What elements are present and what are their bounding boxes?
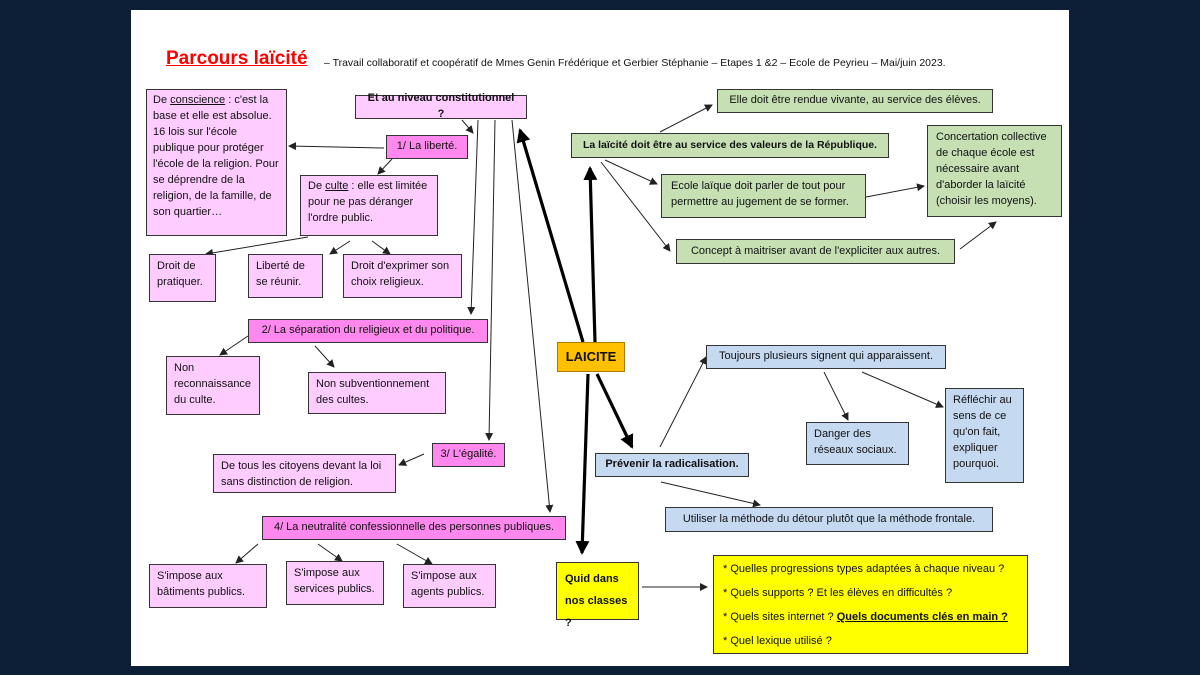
- culte-text: : elle est limitée pour ne pas déranger …: [308, 180, 428, 224]
- signent-text: Toujours plusieurs signent qui apparaiss…: [718, 350, 934, 363]
- box-droit-pratiquer: Droit de pratiquer.: [149, 254, 216, 302]
- box-liberte: 1/ La liberté.: [386, 135, 468, 159]
- box-vivante: Elle doit être rendue vivante, au servic…: [717, 89, 993, 113]
- question-item: * Quels sites internet ? Quels documents…: [723, 610, 1018, 626]
- box-conscience: De conscience : c'est la base et elle es…: [146, 89, 287, 236]
- egalite-label: 3/ L'égalité.: [440, 448, 497, 461]
- page-title: Parcours laïcité: [166, 48, 308, 69]
- box-droit-exprimer: Droit d'exprimer son choix religieux.: [343, 254, 462, 298]
- culte-prefix: De: [308, 180, 326, 192]
- concertation-text: Concertation collective de chaque école …: [936, 131, 1047, 207]
- box-signent: Toujours plusieurs signent qui apparaiss…: [706, 345, 946, 369]
- services-text: S'impose aux services publics.: [294, 567, 375, 595]
- non-subventionnement-text: Non subventionnement des cultes.: [316, 378, 430, 406]
- box-non-reconnaissance: Non reconnaissance du culte.: [166, 356, 260, 415]
- liberte-reunir-text: Liberté de se réunir.: [256, 260, 305, 288]
- non-reconnaissance-text: Non reconnaissance du culte.: [174, 362, 252, 406]
- question-item: * Quels supports ? Et les élèves en diff…: [723, 586, 953, 599]
- box-liberte-reunir: Liberté de se réunir.: [248, 254, 323, 298]
- laicite-label: LAICITE: [565, 348, 617, 364]
- neutralite-label: 4/ La neutralité confessionnelle des per…: [273, 521, 555, 534]
- box-reflechir: Réfléchir au sens de ce qu'on fait, expl…: [945, 388, 1024, 483]
- box-citoyens: De tous les citoyens devant la loi sans …: [213, 454, 396, 493]
- concept-text: Concept à maitriser avant de l'explicite…: [690, 244, 941, 257]
- box-detour: Utiliser la méthode du détour plutôt que…: [665, 507, 993, 532]
- box-non-subventionnement: Non subventionnement des cultes.: [308, 372, 446, 414]
- box-egalite: 3/ L'égalité.: [432, 443, 505, 467]
- questions-list: * Quelles progressions types adaptées à …: [723, 562, 1018, 650]
- box-danger: Danger des réseaux sociaux.: [806, 422, 909, 465]
- box-separation: 2/ La séparation du religieux et du poli…: [248, 319, 488, 343]
- droit-exprimer-text: Droit d'exprimer son choix religieux.: [351, 260, 450, 288]
- batiments-text: S'impose aux bâtiments publics.: [157, 570, 246, 598]
- box-concept: Concept à maitriser avant de l'explicite…: [676, 239, 955, 264]
- box-constitutionnel: Et au niveau constitutionnel ?: [355, 92, 527, 120]
- page-subtitle: – Travail collaboratif et coopératif de …: [324, 57, 946, 69]
- radicalisation-label: Prévenir la radicalisation.: [605, 458, 739, 471]
- agents-text: S'impose aux agents publics.: [411, 570, 485, 598]
- box-questions: * Quelles progressions types adaptées à …: [713, 555, 1028, 654]
- question-documents-text: Quels documents clés en main ?: [836, 610, 1008, 623]
- separation-label: 2/ La séparation du religieux et du poli…: [261, 324, 475, 337]
- citoyens-text: De tous les citoyens devant la loi sans …: [221, 460, 382, 488]
- conscience-text: : c'est la base et elle est absolue. 16 …: [153, 94, 279, 218]
- conscience-word: conscience: [170, 94, 226, 106]
- box-agents: S'impose aux agents publics.: [403, 564, 496, 608]
- box-batiments: S'impose aux bâtiments publics.: [149, 564, 267, 608]
- box-concertation: Concertation collective de chaque école …: [927, 125, 1062, 217]
- droit-pratiquer-text: Droit de pratiquer.: [157, 260, 203, 288]
- reflechir-text: Réfléchir au sens de ce qu'on fait, expl…: [953, 394, 1012, 470]
- danger-text: Danger des réseaux sociaux.: [814, 428, 897, 456]
- valeurs-label: La laïcité doit être au service des vale…: [582, 138, 878, 151]
- box-laicite: LAICITE: [557, 342, 625, 372]
- box-neutralite: 4/ La neutralité confessionnelle des per…: [262, 516, 566, 540]
- detour-text: Utiliser la méthode du détour plutôt que…: [682, 512, 976, 525]
- constitutionnel-label: Et au niveau constitutionnel ?: [367, 92, 515, 120]
- classes-label: Quid dans nos classes ?: [565, 573, 628, 629]
- question-sites-text: * Quels sites internet ?: [723, 610, 837, 623]
- box-valeurs: La laïcité doit être au service des vale…: [571, 133, 889, 158]
- vivante-text: Elle doit être rendue vivante, au servic…: [729, 94, 981, 107]
- question-item: * Quelles progressions types adaptées à …: [723, 563, 1005, 575]
- conscience-prefix: De: [153, 94, 171, 106]
- box-services: S'impose aux services publics.: [286, 561, 384, 605]
- box-classes: Quid dans nos classes ?: [556, 562, 639, 629]
- liberte-label: 1/ La liberté.: [396, 140, 458, 153]
- box-culte: De culte : elle est limitée pour ne pas …: [300, 175, 438, 236]
- box-radicalisation: Prévenir la radicalisation.: [595, 453, 749, 477]
- box-ecole-parler: Ecole laïque doit parler de tout pour pe…: [661, 174, 866, 218]
- ecole-parler-text: Ecole laïque doit parler de tout pour pe…: [671, 180, 849, 208]
- culte-word: culte: [325, 180, 349, 192]
- question-item: * Quel lexique utilisé ?: [723, 634, 832, 647]
